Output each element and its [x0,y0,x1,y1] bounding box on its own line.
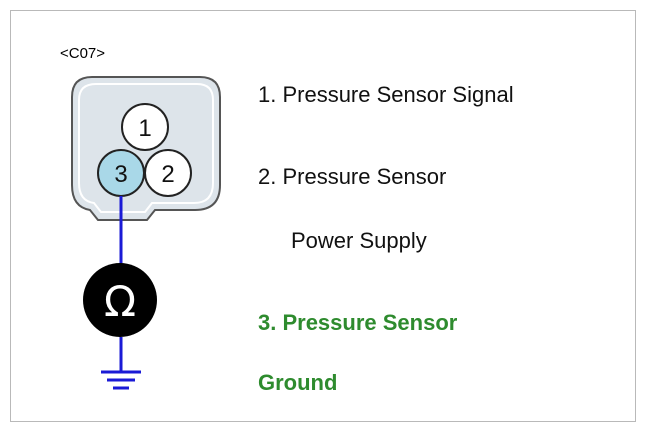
connector-id-label: <C07> [60,45,106,62]
connector-inner-outline [78,83,214,213]
pin3-label-line1: 3. Pressure Sensor [258,310,458,335]
pin1-label: 1. Pressure Sensor Signal [258,82,514,107]
pin2-label-line1: 2. Pressure Sensor [258,164,447,189]
ground-icon [101,370,141,390]
pin-1 [121,103,169,151]
ohmmeter-symbol [83,263,157,337]
pin-3-number: 3 [114,161,127,188]
pin3-label-line2: Ground [258,370,338,395]
ohm-icon: Ω [104,277,136,326]
pin2-label-line2: Power Supply [291,228,427,253]
pin-1-number: 1 [138,115,151,142]
pin-2-number: 2 [161,161,174,188]
